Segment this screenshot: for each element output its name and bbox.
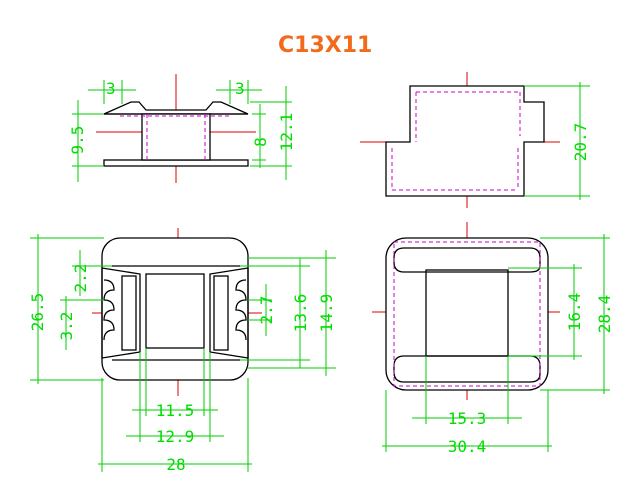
front-view: 3 3 9.5 8 12.1 <box>68 74 296 183</box>
bottom-dim-pin-side: 3.2 <box>57 312 76 341</box>
side-outline <box>385 85 545 197</box>
top-dim-core-height: 16.4 <box>565 293 584 332</box>
bottom-left-slot <box>121 275 137 351</box>
bottom-left-pins <box>103 279 115 341</box>
top-dim-core-width: 15.3 <box>448 409 487 428</box>
bottom-dim-inner-width: 12.9 <box>156 427 195 446</box>
top-core-window <box>425 269 509 357</box>
front-dim-flange-left: 3 <box>106 79 116 98</box>
front-dim-flange-right: 3 <box>235 79 245 98</box>
top-lower-flange <box>393 355 541 383</box>
front-dim-height-right: 12.1 <box>277 113 296 152</box>
front-tube <box>141 113 211 161</box>
bottom-dim-window: 11.5 <box>156 401 195 420</box>
bottom-dim-pin-right: 2.7 <box>257 296 276 325</box>
drawing-title: C13X11 <box>278 33 372 58</box>
top-hidden-outline <box>393 241 541 387</box>
bottom-dim-height: 26.5 <box>28 293 47 332</box>
top-dim-width: 30.4 <box>448 437 487 456</box>
bottom-dim-pin-top: 2.2 <box>71 264 90 293</box>
bottom-dim-inner-height: 13.6 <box>291 294 310 333</box>
front-dim-height-left: 9.5 <box>68 126 87 155</box>
top-dim-height: 28.4 <box>595 295 614 334</box>
bottom-dim-outer-height: 14.9 <box>317 294 336 333</box>
bottom-right-pins <box>235 279 247 341</box>
top-outer <box>385 237 549 391</box>
bottom-outer <box>101 237 249 381</box>
bottom-right-slot <box>213 275 229 351</box>
bottom-dim-width: 28 <box>166 455 185 474</box>
front-top-flange <box>103 101 249 115</box>
side-view: 20.7 <box>360 72 590 208</box>
bottom-view: 26.5 2.2 3.2 2.7 13.6 14.9 11.5 12.9 <box>28 228 336 474</box>
front-bottom-flange <box>103 159 249 167</box>
front-dim-inner: 8 <box>251 137 270 147</box>
side-dim-height: 20.7 <box>571 123 590 162</box>
top-view: 16.4 28.4 15.3 30.4 <box>372 222 614 456</box>
bottom-window <box>145 273 205 349</box>
